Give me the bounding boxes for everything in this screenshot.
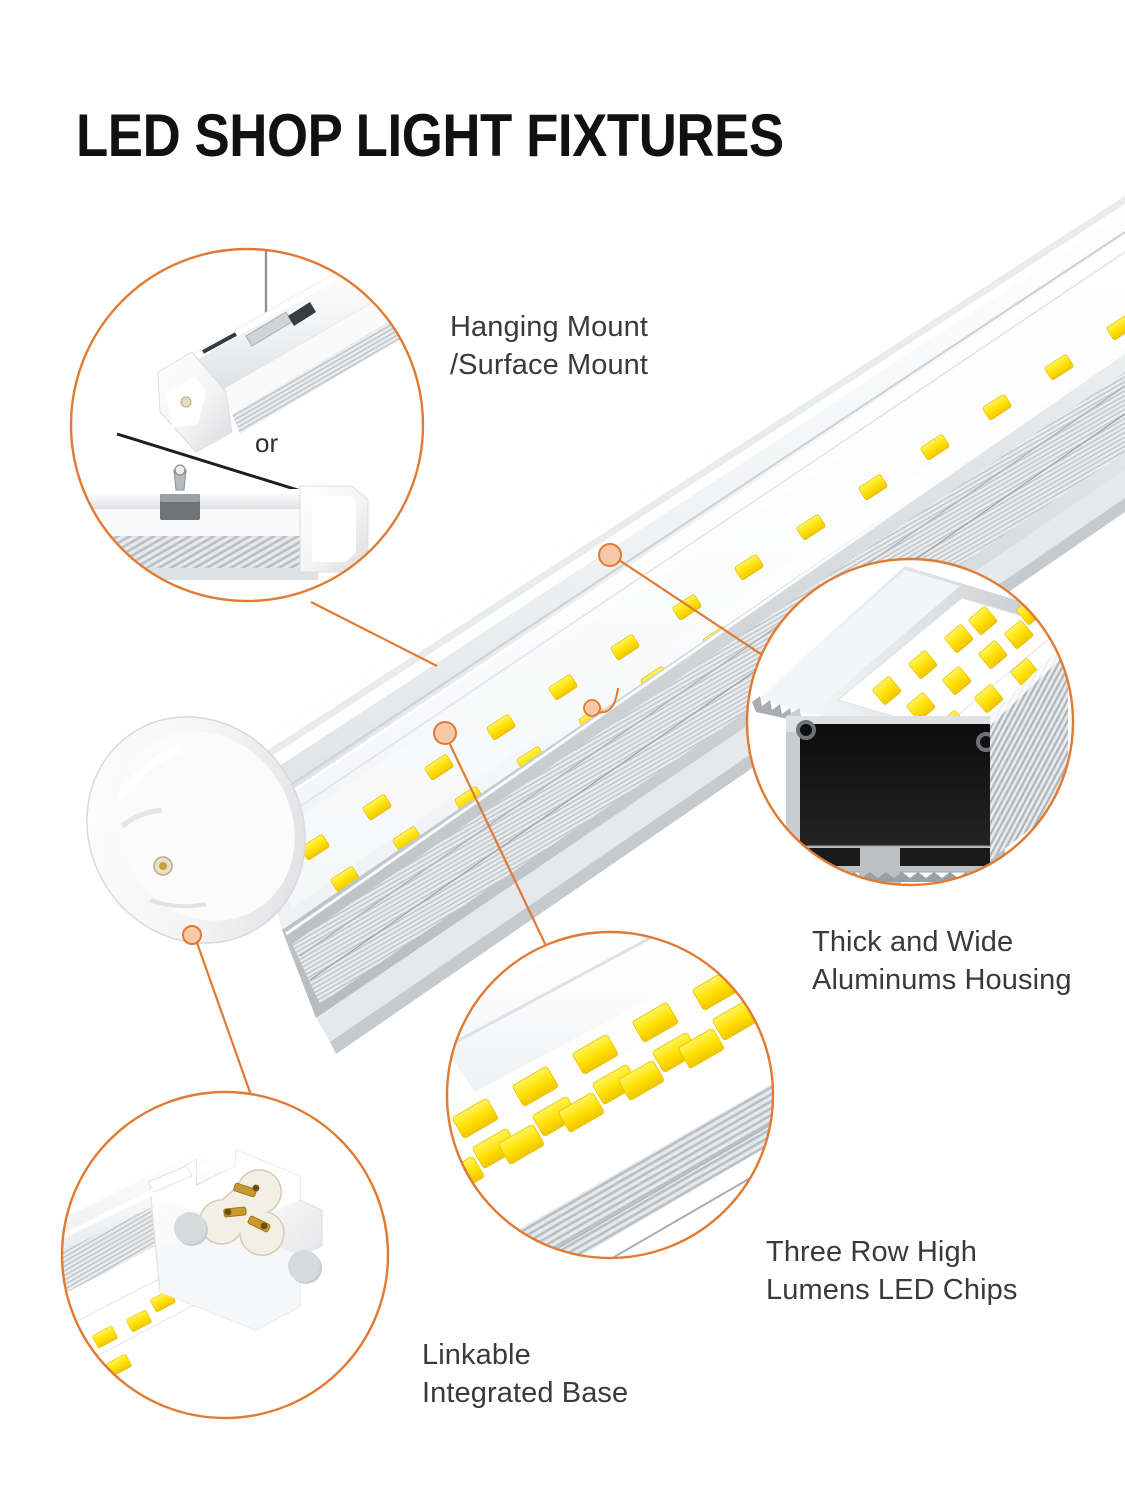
- inset-linkable-base: [60, 1090, 390, 1420]
- anchor-dot-base: [182, 925, 202, 945]
- surface-mount-clip: [160, 464, 200, 520]
- anchor-dot-detail: [583, 699, 601, 717]
- leader-linkable-base: [194, 939, 254, 1099]
- anchor-dot-housing: [598, 543, 622, 567]
- page-title: LED SHOP LIGHT FIXTURES: [76, 102, 784, 170]
- leader-led-chips: [445, 735, 549, 951]
- housing-cavity: [800, 724, 990, 848]
- inset-hanging-mount: [69, 247, 425, 603]
- label-hanging-mount: Hanging Mount /Surface Mount: [450, 311, 649, 382]
- anchor-dot-led-chips: [433, 721, 457, 745]
- linkable-end-cap: [147, 1149, 323, 1331]
- inset-circle-linkable-base: [60, 1090, 390, 1420]
- hanging-fixture: [157, 257, 412, 453]
- inset-aluminum-housing: [745, 557, 1075, 887]
- leader-hanging-mount: [310, 601, 438, 667]
- chip-rows-closeup: [447, 938, 773, 1197]
- callout-anchor-dots: [182, 543, 622, 945]
- inset-circle-aluminum-housing: [745, 557, 1075, 887]
- inset-circle-hanging-mount: [69, 247, 425, 603]
- inset-circle-led-chips: [445, 930, 775, 1260]
- tube-end-cap: [86, 716, 306, 944]
- inset-led-chips: [445, 930, 775, 1260]
- label-led-chips: Three Row High Lumens LED Chips: [766, 1236, 1018, 1307]
- label-linkable-base: Linkable Integrated Base: [422, 1339, 629, 1410]
- label-aluminum-housing: Thick and Wide Aluminums Housing: [812, 926, 1072, 997]
- label-or: or: [255, 428, 279, 458]
